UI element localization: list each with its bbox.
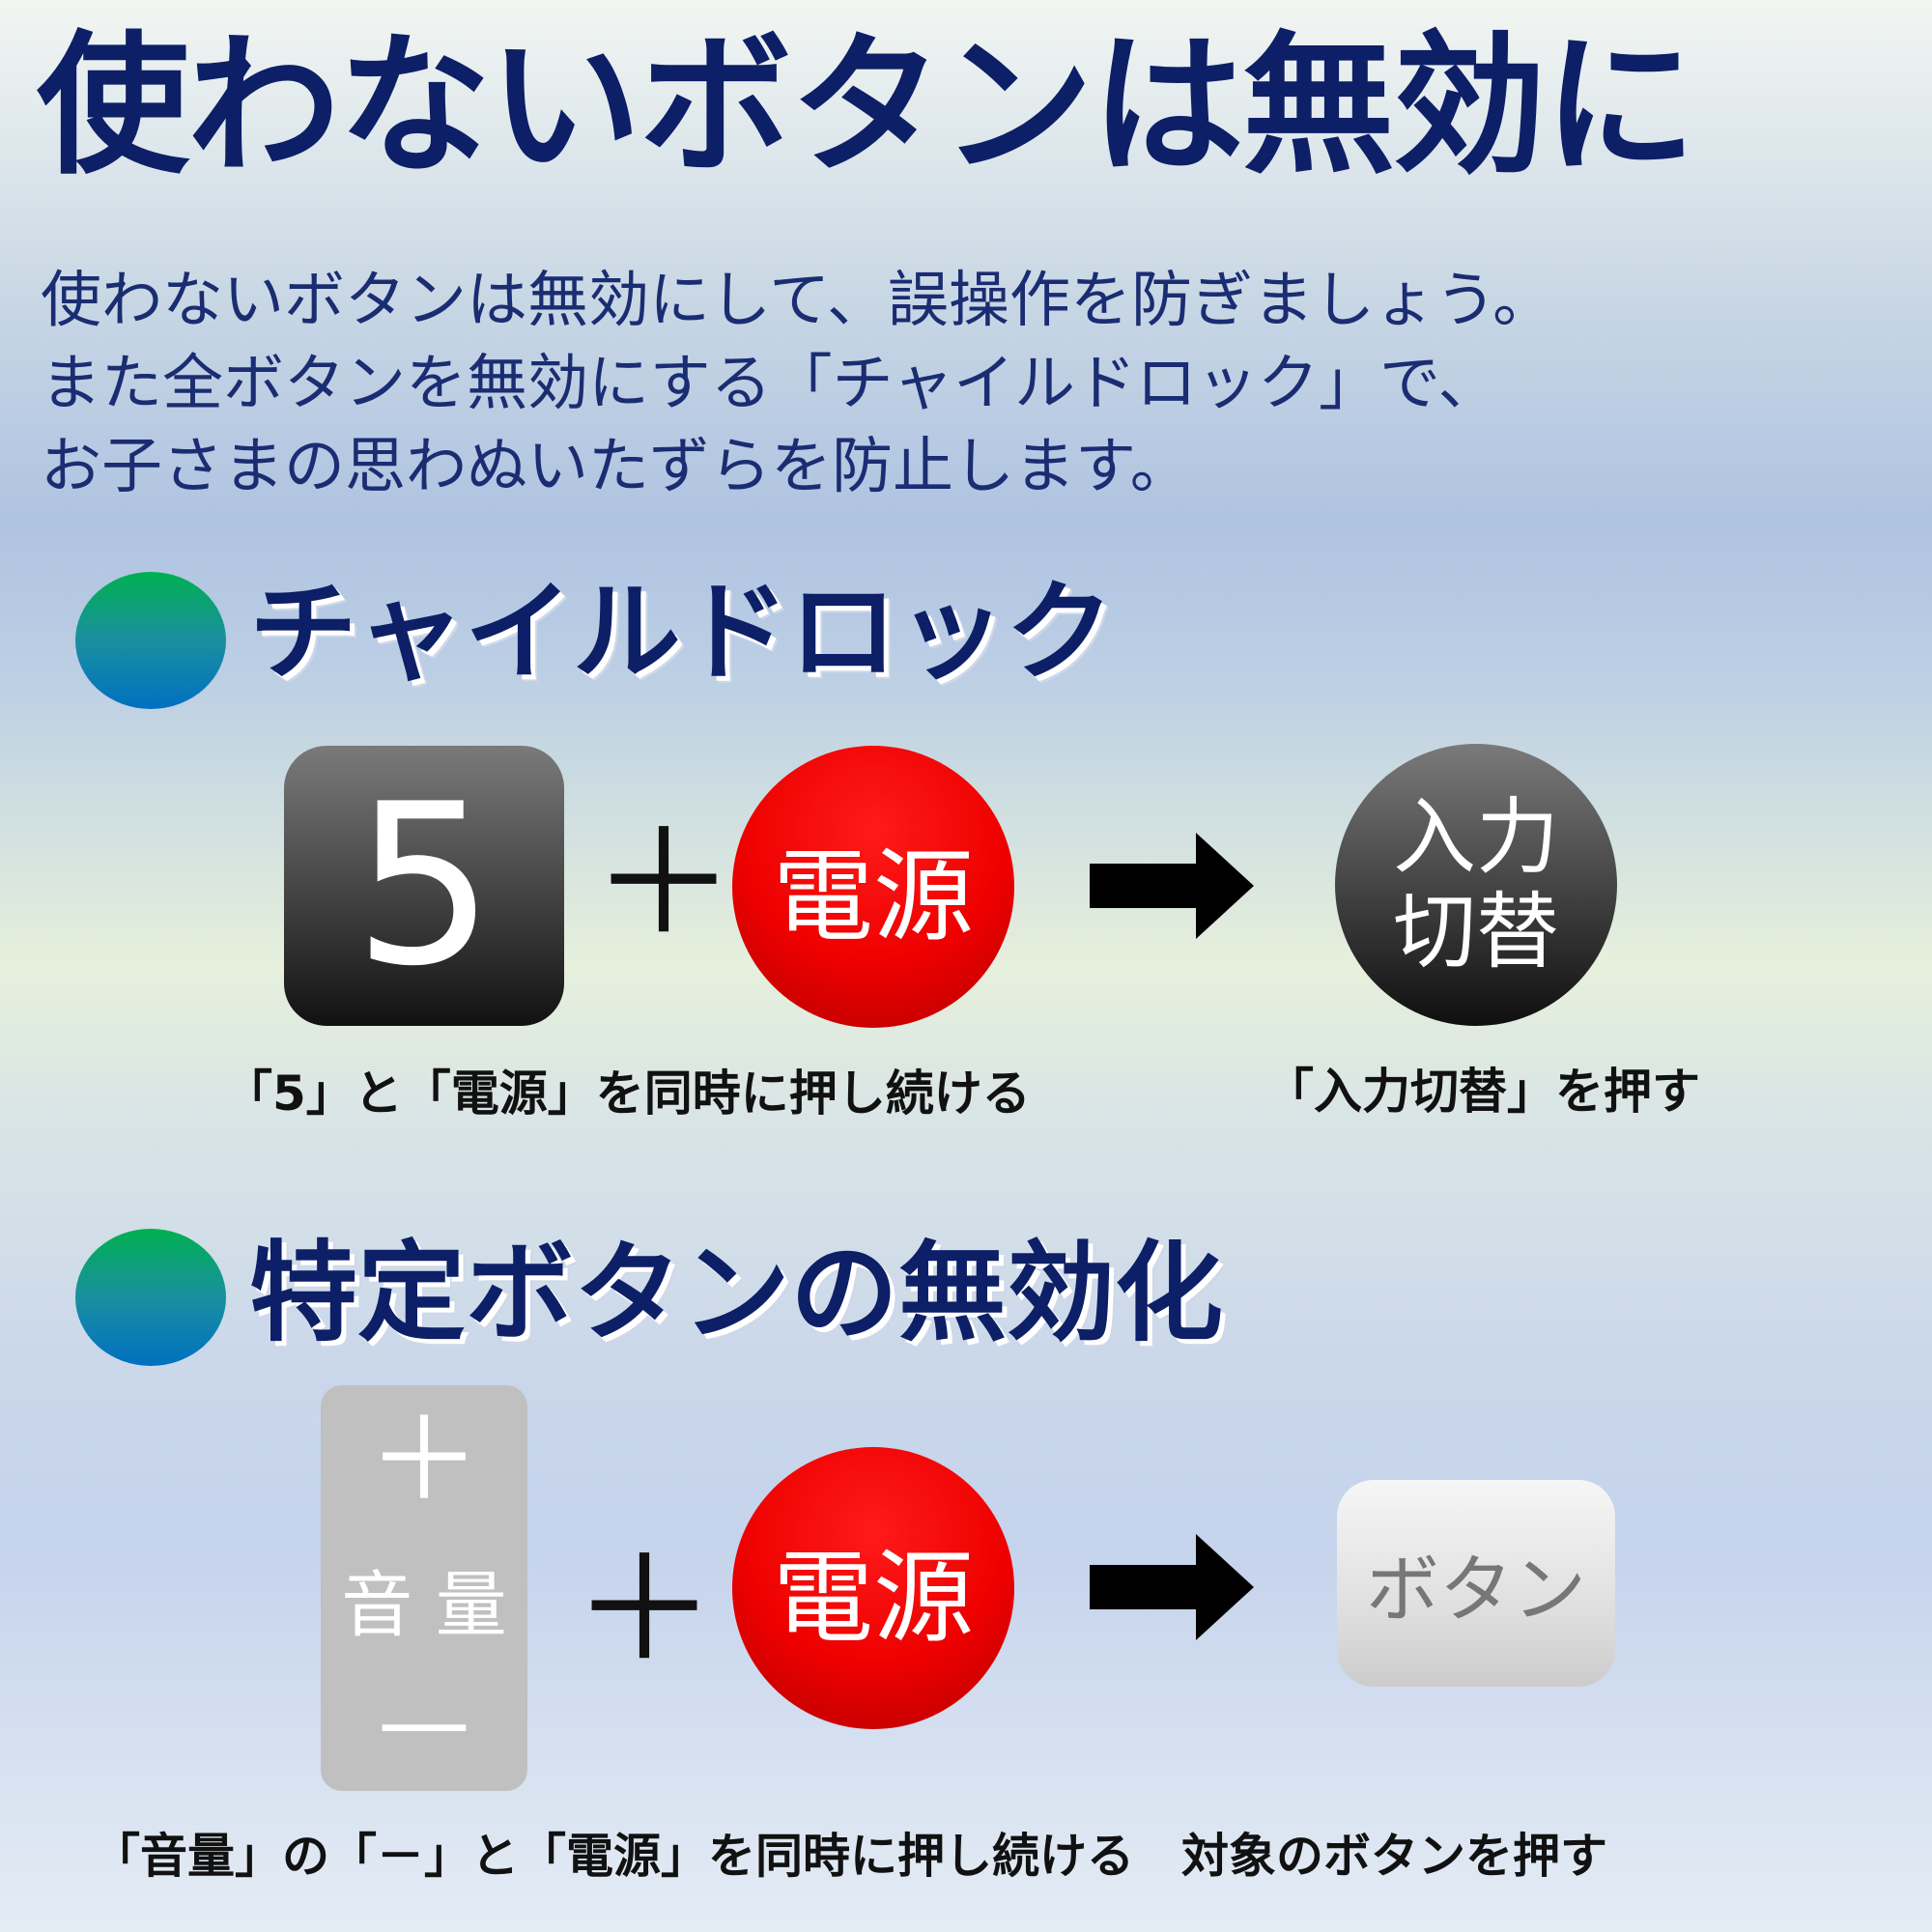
child-lock-caption-left: 「5」と「電源」を同時に押し続ける xyxy=(224,1065,1031,1122)
volume-plus-icon: ＋ xyxy=(366,1393,481,1526)
button-disable-caption: 「音量」の「－」と「電源」を同時に押し続ける 対象のボタンを押す xyxy=(93,1829,1608,1884)
volume-key: ＋ 音 量 — xyxy=(321,1385,527,1791)
intro-text: 使わないボタンは無効にして、誤操作を防ぎましょう。 また全ボタンを無効にする「チ… xyxy=(41,259,1915,508)
target-button: ボタン xyxy=(1337,1480,1615,1687)
page-title: 使わないボタンは無効に xyxy=(37,17,1696,195)
intro-line-3: お子さまの思わぬいたずらを防止します。 xyxy=(41,431,1191,501)
input-switch-label-1: 入力 xyxy=(1393,789,1559,886)
power-button: 電源 xyxy=(732,1447,1014,1729)
target-button-label: ボタン xyxy=(1366,1547,1586,1633)
power-button-label: 電源 xyxy=(772,1538,974,1657)
right-arrow-icon xyxy=(1090,1534,1254,1640)
power-button: 電源 xyxy=(732,746,1014,1028)
plus-icon: ＋ xyxy=(572,1526,718,1694)
power-button-label: 電源 xyxy=(772,837,974,955)
key-five-label: 5 xyxy=(353,756,496,1015)
input-switch-label-2: 切替 xyxy=(1393,884,1559,980)
child-lock-heading: チャイルドロック xyxy=(249,570,1114,696)
key-five-button: 5 xyxy=(284,746,564,1026)
child-lock-caption-right: 「入力切替」を押す xyxy=(1265,1064,1700,1120)
bullet-circle-icon xyxy=(75,1229,226,1366)
volume-label: 音 量 xyxy=(341,1564,507,1647)
input-switch-button: 入力 切替 xyxy=(1335,744,1617,1026)
plus-icon: ＋ xyxy=(591,800,737,968)
right-arrow-icon xyxy=(1090,833,1254,939)
volume-minus-icon: — xyxy=(378,1667,470,1776)
bullet-circle-icon xyxy=(75,572,226,709)
button-disable-heading: 特定ボタンの無効化 xyxy=(249,1231,1223,1356)
intro-line-2: また全ボタンを無効にする「チャイルドロック」で、 xyxy=(41,348,1499,418)
intro-line-1: 使わないボタンは無効にして、誤操作を防ぎましょう。 xyxy=(41,265,1554,335)
